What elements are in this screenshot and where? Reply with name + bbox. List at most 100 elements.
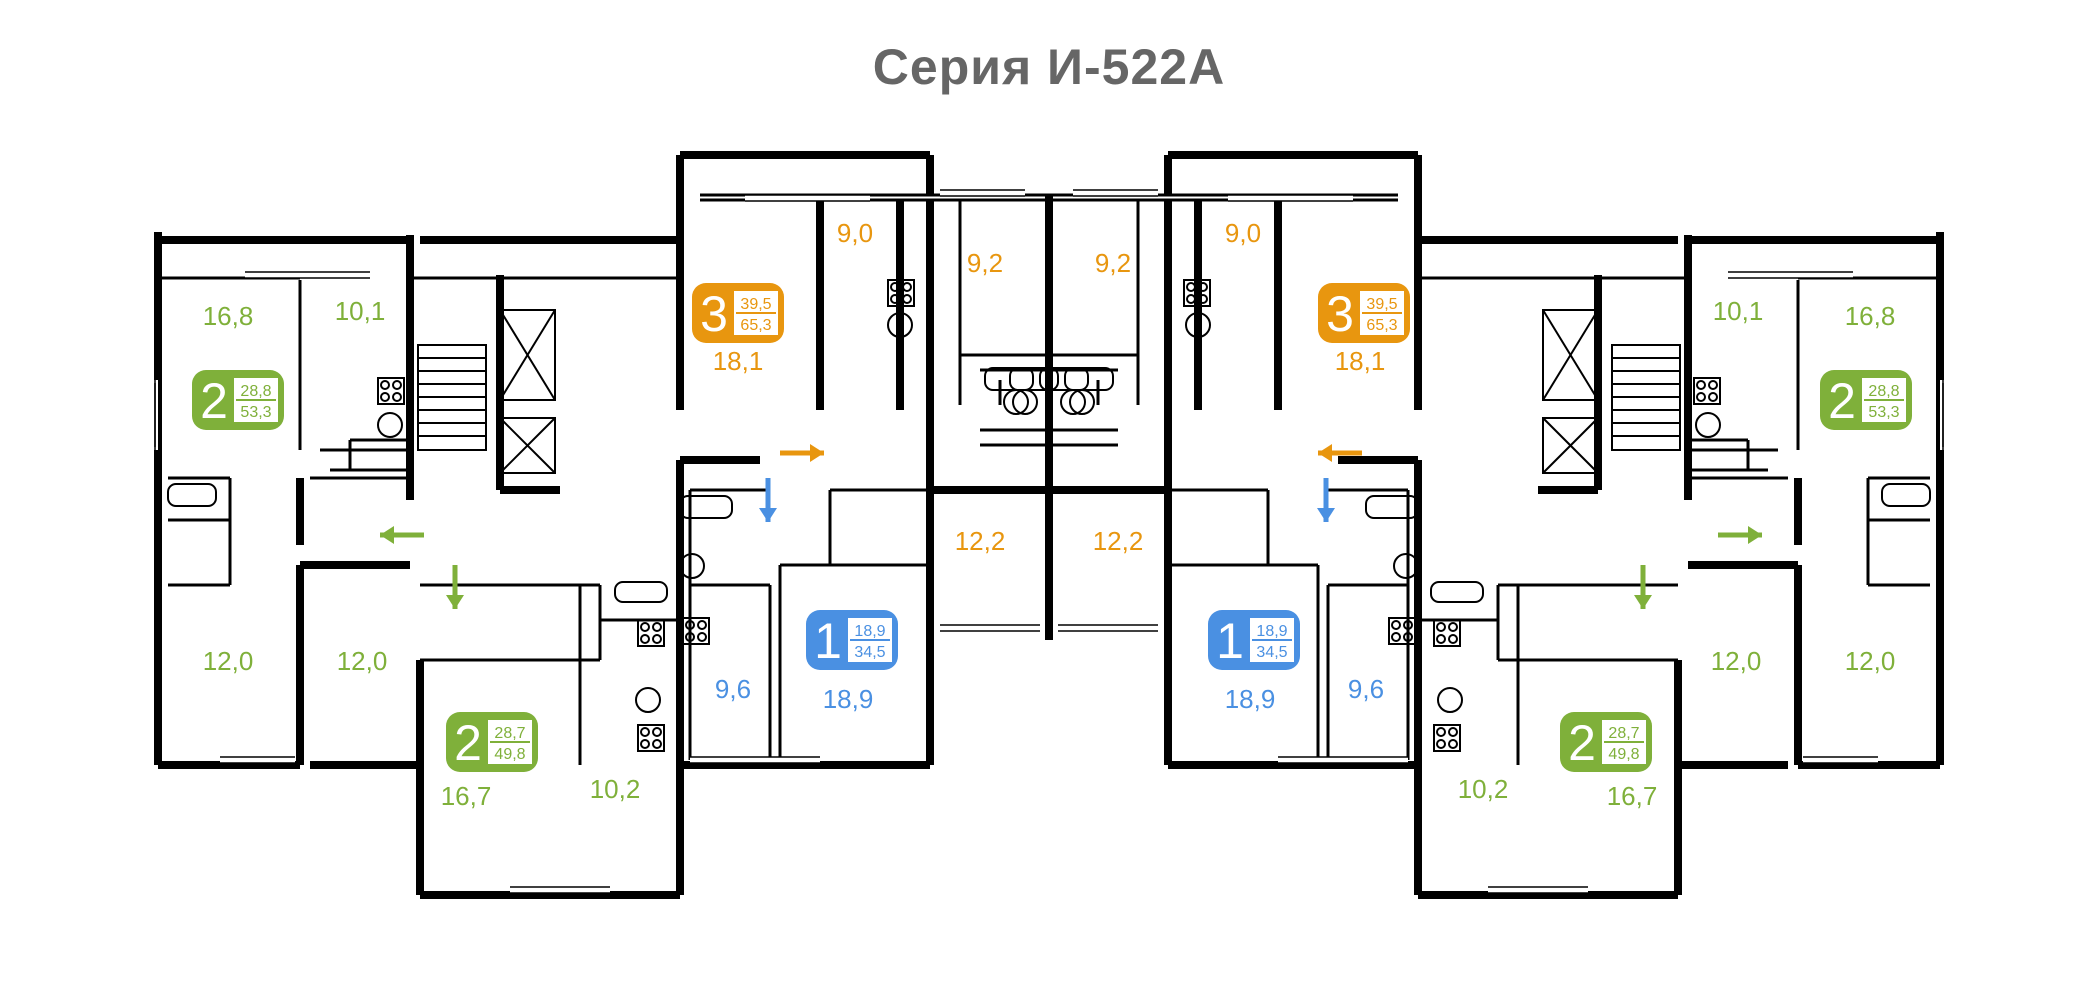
stove xyxy=(637,724,665,752)
badge-total-area: 53,3 xyxy=(1868,404,1899,421)
stove xyxy=(887,279,915,307)
badge-total-area: 34,5 xyxy=(1256,644,1287,661)
badge-living-area: 28,7 xyxy=(494,725,525,742)
sink xyxy=(1060,389,1086,415)
room-area-label: 12,0 xyxy=(1845,646,1896,676)
entry-arrow xyxy=(1634,565,1652,609)
bathtub xyxy=(1039,367,1089,391)
walls xyxy=(152,151,1946,899)
entry-arrow-head xyxy=(1634,595,1652,609)
badge-total-area: 65,3 xyxy=(740,317,771,334)
stove xyxy=(1433,724,1461,752)
entry-arrow xyxy=(780,444,824,462)
entry-arrow xyxy=(1317,478,1335,522)
elevator xyxy=(499,309,556,474)
badge-total-area: 53,3 xyxy=(240,404,271,421)
entry-arrow xyxy=(1718,526,1762,544)
room-area-label: 10,2 xyxy=(1458,774,1509,804)
bathtub xyxy=(1064,367,1114,391)
entry-arrow xyxy=(759,478,777,522)
entry-arrow-head xyxy=(810,444,824,462)
badge-total-area: 65,3 xyxy=(1366,317,1397,334)
bathtub xyxy=(614,581,668,603)
entry-arrow xyxy=(446,565,464,609)
stove xyxy=(1693,377,1721,405)
badge-total-area: 34,5 xyxy=(854,644,885,661)
room-area-label: 18,1 xyxy=(1335,346,1386,376)
badge-living-area: 28,8 xyxy=(240,383,271,400)
sink xyxy=(1393,553,1419,579)
sink xyxy=(1695,412,1721,438)
entry-arrow-head xyxy=(759,508,777,522)
room-area-label: 18,1 xyxy=(713,346,764,376)
room-area-label: 9,6 xyxy=(1348,674,1384,704)
room-area-label: 12,0 xyxy=(1711,646,1762,676)
room-area-label: 12,2 xyxy=(1093,526,1144,556)
badge-living-area: 28,7 xyxy=(1608,725,1639,742)
apartment-badge: 1 18,9 34,5 xyxy=(1208,610,1300,670)
stove xyxy=(1433,619,1461,647)
bathtub xyxy=(679,495,733,519)
room-area-label: 12,0 xyxy=(337,646,388,676)
room-area-label: 16,8 xyxy=(203,301,254,331)
badge-room-count: 1 xyxy=(1216,613,1244,669)
badge-room-count: 3 xyxy=(700,286,728,342)
room-area-label: 9,2 xyxy=(967,248,1003,278)
room-area-label: 16,7 xyxy=(441,781,492,811)
stove xyxy=(682,617,710,645)
apartment-badge: 1 18,9 34,5 xyxy=(806,610,898,670)
entry-arrow xyxy=(380,526,424,544)
entry-arrows xyxy=(380,444,1762,609)
apartment-badge: 2 28,8 53,3 xyxy=(1820,370,1912,430)
bathtub xyxy=(1009,367,1059,391)
sink xyxy=(1003,389,1029,415)
stove xyxy=(377,377,405,405)
badge-room-count: 1 xyxy=(814,613,842,669)
badge-total-area: 49,8 xyxy=(494,746,525,763)
room-area-label: 10,1 xyxy=(1713,296,1764,326)
room-area-label: 10,2 xyxy=(590,774,641,804)
sink xyxy=(679,553,705,579)
page-title: Серия И-522А xyxy=(872,39,1226,95)
sink xyxy=(377,412,403,438)
apartment-badge: 2 28,7 49,8 xyxy=(446,712,538,772)
badge-living-area: 18,9 xyxy=(1256,623,1287,640)
badge-living-area: 18,9 xyxy=(854,623,885,640)
sink xyxy=(1437,687,1463,713)
stove xyxy=(1183,279,1211,307)
entry-arrow-head xyxy=(380,526,394,544)
badge-total-area: 49,8 xyxy=(1608,746,1639,763)
entry-arrow-head xyxy=(1748,526,1762,544)
sink xyxy=(635,687,661,713)
bathtub xyxy=(1430,581,1484,603)
room-area-label: 18,9 xyxy=(1225,684,1276,714)
fixtures xyxy=(167,279,1931,752)
entry-arrow-head xyxy=(1317,508,1335,522)
badge-room-count: 2 xyxy=(1828,373,1856,429)
room-area-label: 12,2 xyxy=(955,526,1006,556)
elevator xyxy=(1542,309,1599,474)
staircase xyxy=(417,344,487,451)
entry-arrow-head xyxy=(446,595,464,609)
room-area-label: 12,0 xyxy=(203,646,254,676)
apartment-badge: 3 39,5 65,3 xyxy=(692,283,784,343)
staircase xyxy=(1611,344,1681,451)
badge-room-count: 3 xyxy=(1326,286,1354,342)
room-area-label: 18,9 xyxy=(823,684,874,714)
room-area-label: 9,0 xyxy=(837,218,873,248)
badge-living-area: 39,5 xyxy=(740,296,771,313)
stove xyxy=(637,619,665,647)
room-area-label: 9,2 xyxy=(1095,248,1131,278)
stove xyxy=(1388,617,1416,645)
badge-living-area: 28,8 xyxy=(1868,383,1899,400)
bathtub xyxy=(984,367,1034,391)
room-area-label: 9,6 xyxy=(715,674,751,704)
badge-room-count: 2 xyxy=(454,715,482,771)
bathtub xyxy=(1365,495,1419,519)
entry-arrow xyxy=(1318,444,1362,462)
badge-room-count: 2 xyxy=(200,373,228,429)
badge-room-count: 2 xyxy=(1568,715,1596,771)
